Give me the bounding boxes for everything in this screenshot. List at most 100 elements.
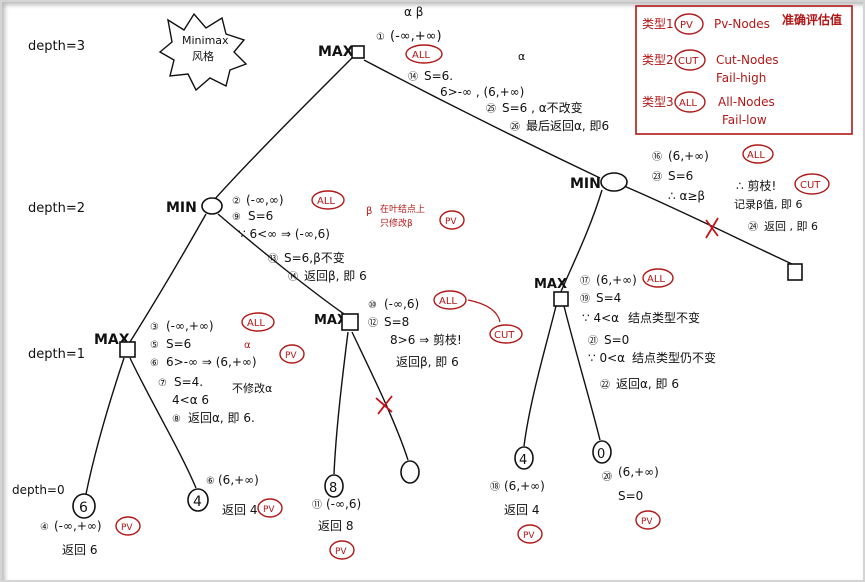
leaf5-badge-ring <box>517 524 543 544</box>
edge-maxll-leaf1 <box>85 357 125 495</box>
legend-row3-badge-ring <box>674 91 706 113</box>
minright-n24: ㉔ <box>748 221 758 233</box>
maxr-line3: ∵ 4<α <box>582 311 619 325</box>
maxll-line6: 不修改α <box>232 381 272 395</box>
maxlr-line1: (-∞,6) <box>384 297 419 311</box>
root-line3: 6>-∞ , (6,+∞) <box>440 85 524 99</box>
minleft-beta: β <box>366 206 372 217</box>
edge-minleft-maxll <box>129 213 207 343</box>
minright-node <box>600 172 628 192</box>
root-line4: S=6 , α不改变 <box>502 100 583 115</box>
minleft-line2: S=6 <box>248 209 273 223</box>
minright-line1: (6,+∞) <box>668 149 709 163</box>
leaf3-n: ⑪ <box>312 499 322 511</box>
root-type-label: MAX <box>318 44 354 60</box>
leaf3-line2: 返回 8 <box>318 519 353 533</box>
maxll-line3: 6>-∞ ⇒ (6,+∞) <box>166 355 257 369</box>
cut-leaf-node <box>787 263 803 281</box>
leaf2-value: 4 <box>193 494 202 510</box>
root-ab: α β <box>404 5 423 19</box>
cut-mark-maxlr <box>375 395 393 415</box>
legend-row1-badge: PV <box>680 20 693 31</box>
maxr-line1: (6,+∞) <box>596 273 637 287</box>
title-blob <box>158 12 248 92</box>
maxll-line4: S=4. <box>174 375 203 389</box>
maxlr-badge2-ring <box>489 324 523 344</box>
minleft-n9: ⑨ <box>232 212 241 223</box>
leaf5-n: ⑱ <box>490 481 500 493</box>
maxr-n21: ㉑ <box>588 335 598 347</box>
title-line2: 风格 <box>192 49 214 63</box>
minright-line2: S=6 <box>668 169 693 183</box>
minright-badge2-ring <box>794 173 830 195</box>
leaf5-line1: (6,+∞) <box>504 479 545 493</box>
minleft-line3: ∵ 6<∞ ⇒ (-∞,6) <box>238 227 330 241</box>
leaf3-line1: (-∞,6) <box>326 497 361 511</box>
maxr-n22: ㉒ <box>600 379 610 391</box>
maxll-line2: S=6 <box>166 337 191 351</box>
legend-row1-desc: Pv-Nodes <box>714 17 770 31</box>
minleft-badge-ring <box>311 190 345 210</box>
edge-root-minright <box>363 59 601 179</box>
legend-row2-type: 类型2 <box>642 53 674 67</box>
minright-n23: ㉓ <box>652 171 662 183</box>
maxll-n3: ③ <box>150 322 159 333</box>
maxr-n19: ⑲ <box>580 293 590 305</box>
minleft-badge2-ring <box>439 210 465 230</box>
maxll-alpha: α <box>244 340 251 351</box>
minright-type-label: MIN <box>570 176 601 192</box>
leaf6-node <box>592 440 612 464</box>
legend-row3-badge: ALL <box>679 98 697 109</box>
cut-mark-minright <box>705 217 719 239</box>
maxr-line5b: 结点类型仍不变 <box>632 350 716 365</box>
minright-line3: ∴ α≥β <box>668 189 705 203</box>
maxll-n8: ⑧ <box>172 414 181 425</box>
maxlr-badge-ring <box>433 290 467 310</box>
root-n25: ㉕ <box>486 103 496 115</box>
legend-row1-type: 类型1 <box>642 17 674 31</box>
maxlr-type-label: MAX <box>314 313 347 328</box>
legend-row2-badge: CUT <box>678 56 699 67</box>
root-line1: (-∞,+∞) <box>390 29 442 44</box>
maxll-n6: ⑥ <box>150 358 159 369</box>
leaf2-badge: PV <box>263 505 275 515</box>
leaf3-node <box>324 474 344 498</box>
leaf3-value: 8 <box>329 481 337 496</box>
maxr-badge-ring <box>642 268 674 288</box>
minleft-line1: (-∞,∞) <box>246 193 284 207</box>
root-line2: S=6. <box>424 69 453 83</box>
minleft-note1: 在叶结点上 <box>380 203 425 215</box>
minright-badge: ALL <box>747 150 765 161</box>
maxll-badge2: PV <box>285 351 297 361</box>
minleft-type-label: MIN <box>166 200 197 216</box>
leaf6-value: 0 <box>597 447 605 462</box>
leaf1-node <box>72 493 96 519</box>
root-node <box>351 45 365 59</box>
leaf1-line2: 返回 6 <box>62 543 97 557</box>
leaf1-line1: (-∞,+∞) <box>54 519 102 533</box>
leaf2-line2: 返回 4 <box>222 503 257 517</box>
maxlr-line2: S=8 <box>384 315 409 329</box>
maxll-badge: ALL <box>247 318 265 329</box>
leaf2-node <box>187 488 209 512</box>
root-line5: 最后返回α, 即6 <box>526 119 609 133</box>
minright-line6: 返回 , 即 6 <box>764 220 818 233</box>
edge-maxlr-leaf4 <box>351 331 409 461</box>
leaf6-badge: PV <box>641 517 653 527</box>
minleft-note2: 只修改β <box>380 217 413 229</box>
maxr-line4: S=0 <box>604 333 629 347</box>
maxlr-badge2: CUT <box>494 330 515 341</box>
edge-minleft-maxlr <box>217 213 345 315</box>
depth-0-label: depth=0 <box>12 483 65 497</box>
maxr-line3b: 结点类型不变 <box>628 310 700 325</box>
depth-1-label: depth=1 <box>28 347 85 362</box>
title: Minimax <box>182 34 229 47</box>
leaf3-badge-ring <box>329 540 355 560</box>
legend-row2-badge-ring <box>674 49 706 71</box>
legend-row2-desc1: Cut-Nodes <box>716 53 779 67</box>
maxll-n7: ⑦ <box>158 378 167 389</box>
maxr-line5: ∵ 0<α <box>588 351 625 365</box>
maxlr-n12: ⑫ <box>368 317 378 329</box>
root-n1: ① <box>376 32 385 43</box>
